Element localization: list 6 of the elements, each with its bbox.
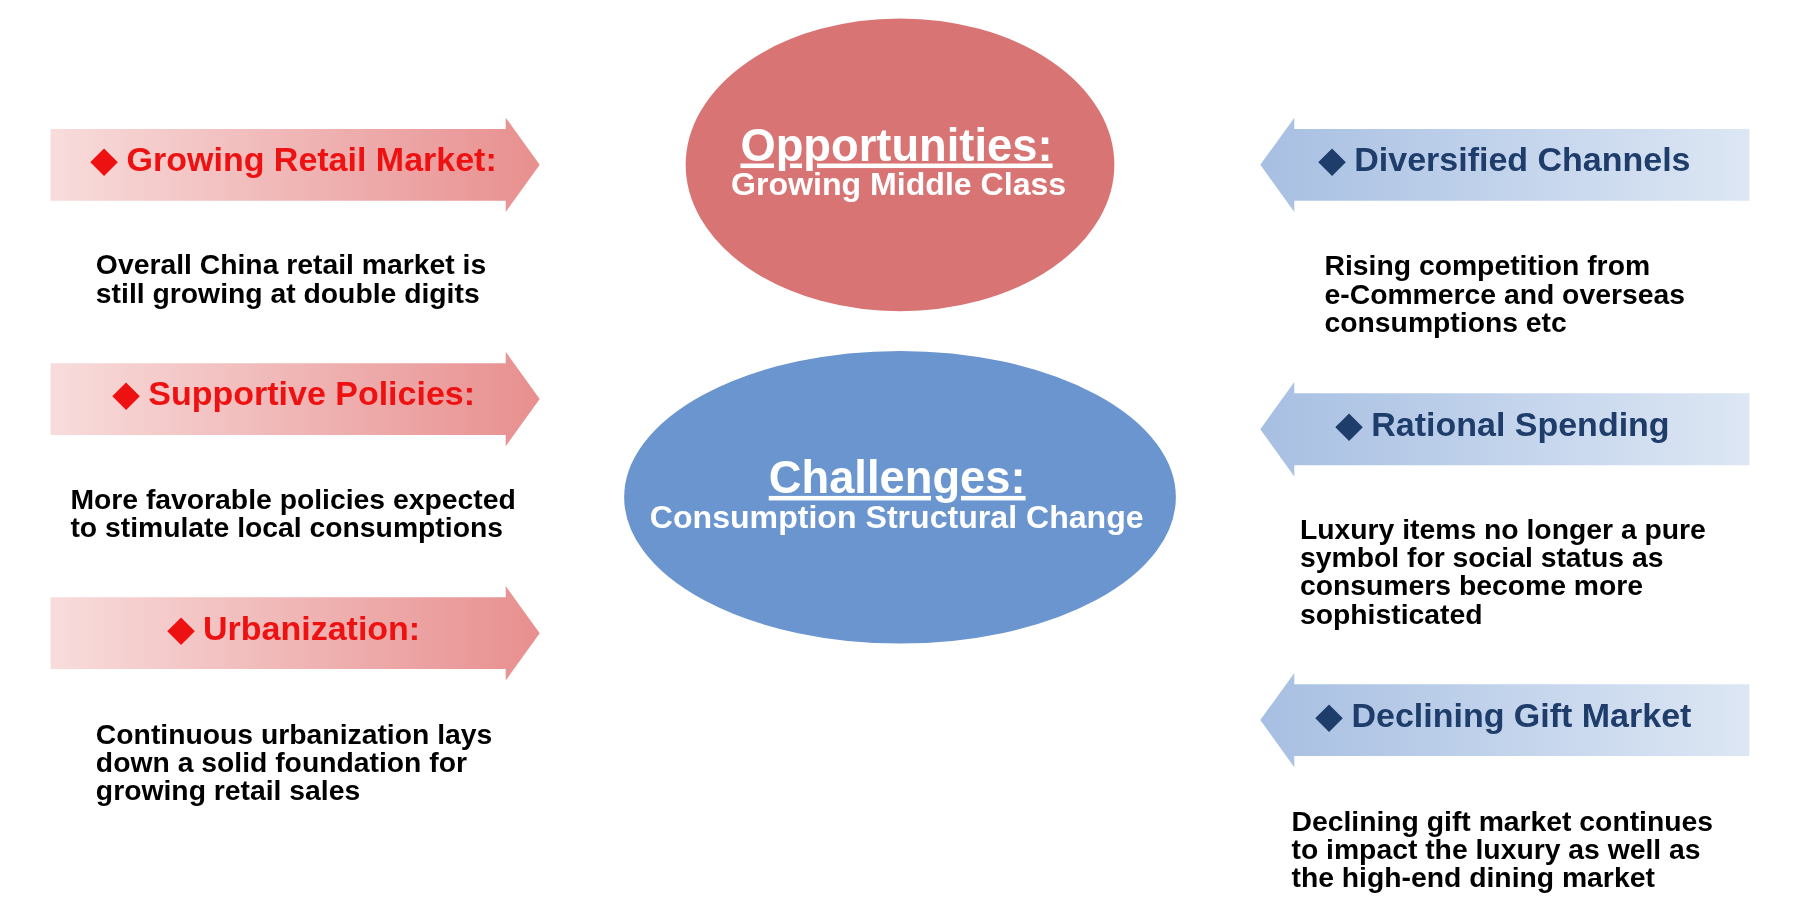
node-label: More favorable policies expected to stimulate local consumptions — [69, 482, 516, 543]
node-label: Continuous urbanization lays down a solid foundation for growing retail sales — [95, 717, 492, 807]
node-label: Declining gift market continues to impact the luxury as well as the high-end dining market — [1290, 804, 1713, 894]
node-label: Overall China retail market is still growing at double digits — [95, 248, 486, 309]
node-label: Luxury items no longer a pure symbol for social status as consumers become more sophisticated — [1299, 512, 1706, 630]
node-label: Rising competition from e-Commerce and overseas consumptions etc — [1324, 249, 1685, 338]
